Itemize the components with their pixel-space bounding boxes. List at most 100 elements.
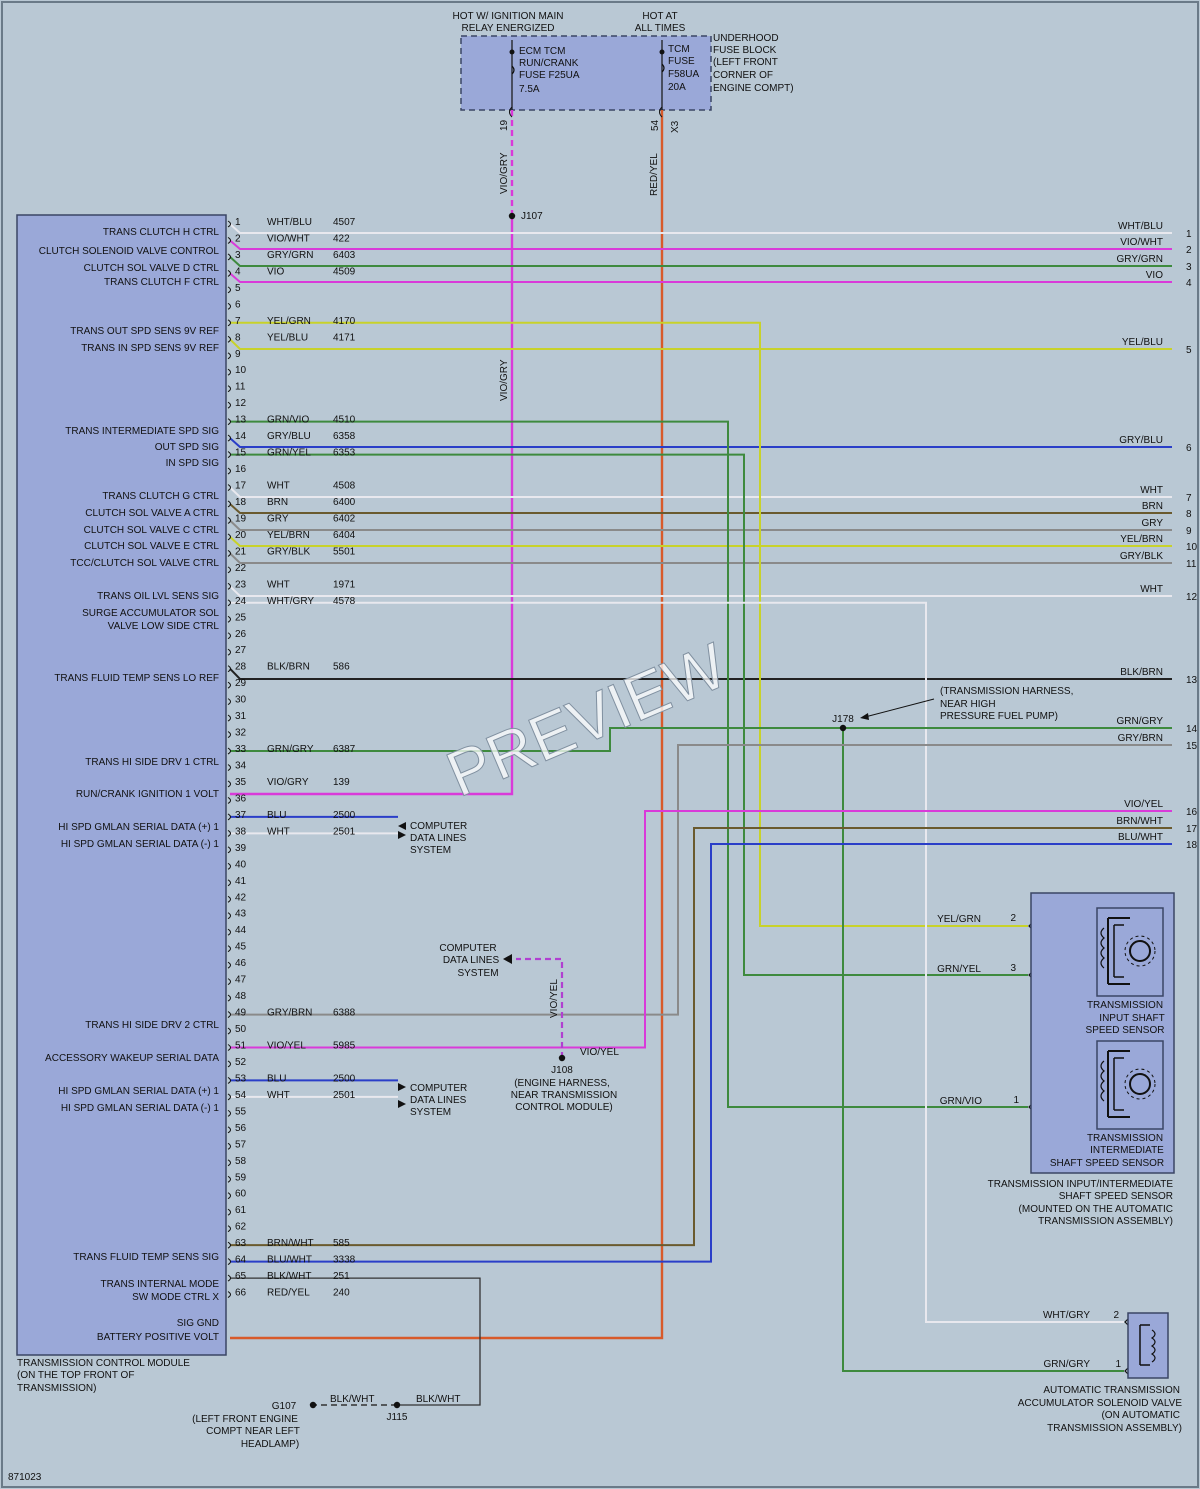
j107-label: J107 bbox=[521, 211, 543, 222]
wire-pin-7-yel-grn bbox=[230, 321, 1028, 927]
tcm-pin-terminal bbox=[227, 1225, 231, 1233]
j108-note-3: CONTROL MODULE) bbox=[515, 1102, 612, 1113]
tcm-pin-terminal bbox=[227, 1291, 231, 1298]
tcm-pin-wire-color: GRY/BRN bbox=[267, 1008, 312, 1019]
tcm-signal-label: VALVE LOW SIDE CTRL bbox=[108, 621, 220, 632]
tcm-pin-terminal bbox=[227, 418, 231, 426]
j178-note-2: NEAR HIGH bbox=[940, 699, 996, 710]
j115-label: J115 bbox=[387, 1412, 408, 1423]
tcm-pin-number: 50 bbox=[235, 1024, 247, 1035]
tcm-signal-label: CLUTCH SOL VALVE A CTRL bbox=[85, 508, 219, 519]
g107-label: G107 bbox=[272, 1401, 297, 1412]
vio-gry-wire-label-mid: VIO/GRY bbox=[499, 359, 510, 401]
right-wire-color: YEL/BRN bbox=[1120, 534, 1163, 545]
accumulator-label-2: ACCUMULATOR SOLENOID VALVE bbox=[1018, 1398, 1183, 1409]
accumulator-solenoid: 2 WHT/GRY 1 GRN/GRY AUTOMATIC TRANSMISSI… bbox=[1018, 1310, 1183, 1434]
tcm-pin-number: 17 bbox=[235, 481, 247, 492]
speed-sensor-label-1: TRANSMISSION INPUT/INTERMEDIATE bbox=[988, 1179, 1174, 1190]
right-connector-pin: 17 bbox=[1186, 824, 1198, 835]
tcm-pin-number: 26 bbox=[235, 629, 247, 640]
wire-pin-28 bbox=[229, 668, 1172, 680]
tcm-pin-wire-color: WHT bbox=[267, 481, 290, 492]
tcm-pin-wire-color: RED/YEL bbox=[267, 1288, 310, 1299]
g107-note-1: (LEFT FRONT ENGINE bbox=[192, 1414, 298, 1425]
tcm-pin-circuit: 4508 bbox=[333, 481, 356, 492]
accumulator-coil-icon bbox=[1150, 1329, 1156, 1363]
tcm-pin-circuit: 5985 bbox=[333, 1041, 356, 1052]
right-wire-color: GRN/GRY bbox=[1117, 716, 1164, 727]
wire-pin-3 bbox=[229, 256, 1172, 267]
wire-pin-19 bbox=[229, 519, 1172, 531]
tcm-label-2: (ON THE TOP FRONT OF bbox=[17, 1370, 134, 1381]
accumulator-label-4: TRANSMISSION ASSEMBLY) bbox=[1047, 1423, 1182, 1434]
fuse-pin-54-connector bbox=[659, 106, 663, 118]
speed-sensor-label-2: SHAFT SPEED SENSOR bbox=[1059, 1191, 1173, 1202]
tcm-signal-label: CLUTCH SOL VALVE E CTRL bbox=[84, 541, 219, 552]
tcm-signal-label: SURGE ACCUMULATOR SOL bbox=[82, 608, 219, 619]
right-connector-pin: 14 bbox=[1186, 724, 1198, 735]
tcm-signal-label: TRANS CLUTCH F CTRL bbox=[104, 277, 219, 288]
tcm-pin-terminal bbox=[227, 961, 231, 969]
tcm-signal-label: TRANS HI SIDE DRV 1 CTRL bbox=[85, 757, 219, 768]
accum-pin-2-num: 2 bbox=[1113, 1310, 1119, 1321]
tcm-pin-number: 20 bbox=[235, 530, 247, 541]
inter-gear-icon bbox=[1129, 1073, 1151, 1095]
right-connector-pin: 11 bbox=[1186, 559, 1197, 570]
j108-label: J108 bbox=[551, 1065, 573, 1076]
wire-pin-21 bbox=[229, 552, 1172, 564]
tcm-pin-terminal bbox=[227, 698, 231, 706]
tcm-pin-number: 33 bbox=[235, 744, 247, 755]
tcm-pin-number: 49 bbox=[235, 1008, 247, 1019]
j178-label: J178 bbox=[832, 714, 854, 725]
tcm-pin-circuit: 4509 bbox=[333, 266, 356, 277]
tcm-pin-wire-color: WHT bbox=[267, 826, 290, 837]
input-sensor-frame bbox=[1107, 917, 1130, 985]
tcm-pin-wire-color: YEL/BRN bbox=[267, 530, 310, 541]
tcm-pin-circuit: 3338 bbox=[333, 1255, 356, 1266]
sensor-pin-3-wire: GRN/YEL bbox=[937, 964, 981, 975]
tcm-pin-terminal bbox=[227, 1044, 231, 1051]
tcm-pin-terminal bbox=[227, 764, 231, 771]
tcm-pin-terminal bbox=[227, 253, 231, 261]
fuse1-node bbox=[509, 49, 515, 55]
red-yel-wire-label: RED/YEL bbox=[649, 153, 660, 196]
sensor-pin-2-wire: YEL/GRN bbox=[937, 914, 981, 925]
tcm-pin-number: 55 bbox=[235, 1106, 247, 1117]
fuse1-symbol bbox=[511, 65, 515, 75]
right-wire-color: BLK/BRN bbox=[1120, 667, 1163, 678]
tcm-pin-terminal bbox=[227, 632, 231, 640]
tcm-signal-label: IN SPD SIG bbox=[166, 458, 220, 469]
tcm-pin-circuit: 6387 bbox=[333, 744, 356, 755]
accumulator-label-3: (ON AUTOMATIC bbox=[1101, 1410, 1180, 1421]
tcm-pin-wire-color: GRY/BLU bbox=[267, 431, 311, 442]
tcm-pin-number: 7 bbox=[235, 316, 241, 327]
tcm-pin-wire-color: VIO bbox=[267, 266, 284, 277]
right-wire-color: BRN/WHT bbox=[1116, 816, 1163, 827]
wire-pin-20 bbox=[229, 536, 1172, 547]
tcm-pin-number: 65 bbox=[235, 1271, 247, 1282]
tcm-pin-terminal bbox=[227, 1258, 231, 1266]
wire-pin-24-wht-gry bbox=[230, 601, 1124, 1323]
right-connector-pin: 8 bbox=[1186, 509, 1192, 520]
tcm-pin-number: 31 bbox=[235, 711, 247, 722]
wire-j108-dash bbox=[516, 957, 564, 1058]
tcm-signal-label: HI SPD GMLAN SERIAL DATA (-) 1 bbox=[61, 839, 220, 850]
data-lines-top-1: COMPUTER bbox=[410, 821, 467, 832]
inter-sensor-label-2: INTERMEDIATE bbox=[1090, 1145, 1164, 1156]
tcm-pin-terminal bbox=[227, 1175, 231, 1183]
tcm-pin-circuit: 585 bbox=[333, 1238, 350, 1249]
tcm-pin-circuit: 240 bbox=[333, 1288, 350, 1299]
tcm-pin-number: 39 bbox=[235, 843, 247, 854]
tcm-pin-terminal bbox=[227, 385, 231, 393]
tcm-pin-circuit: 6353 bbox=[333, 448, 356, 459]
underhood-fuse-block: HOT W/ IGNITION MAIN RELAY ENERGIZED HOT… bbox=[453, 11, 794, 401]
right-wire-color: WHT bbox=[1140, 584, 1163, 595]
tcm-signal-label: TRANS FLUID TEMP SENS LO REF bbox=[54, 673, 219, 684]
tcm-pin-number: 1 bbox=[235, 217, 241, 228]
data-lines-top-3: SYSTEM bbox=[410, 845, 451, 856]
tcm-signal-label: TRANS CLUTCH H CTRL bbox=[103, 227, 220, 238]
tcm-signal-label: TRANS IN SPD SENS 9V REF bbox=[81, 343, 219, 354]
fuse2-line1: TCM bbox=[668, 44, 690, 55]
tcm-pin-wire-color: VIO/WHT bbox=[267, 233, 310, 244]
tcm-pin-number: 9 bbox=[235, 349, 241, 360]
